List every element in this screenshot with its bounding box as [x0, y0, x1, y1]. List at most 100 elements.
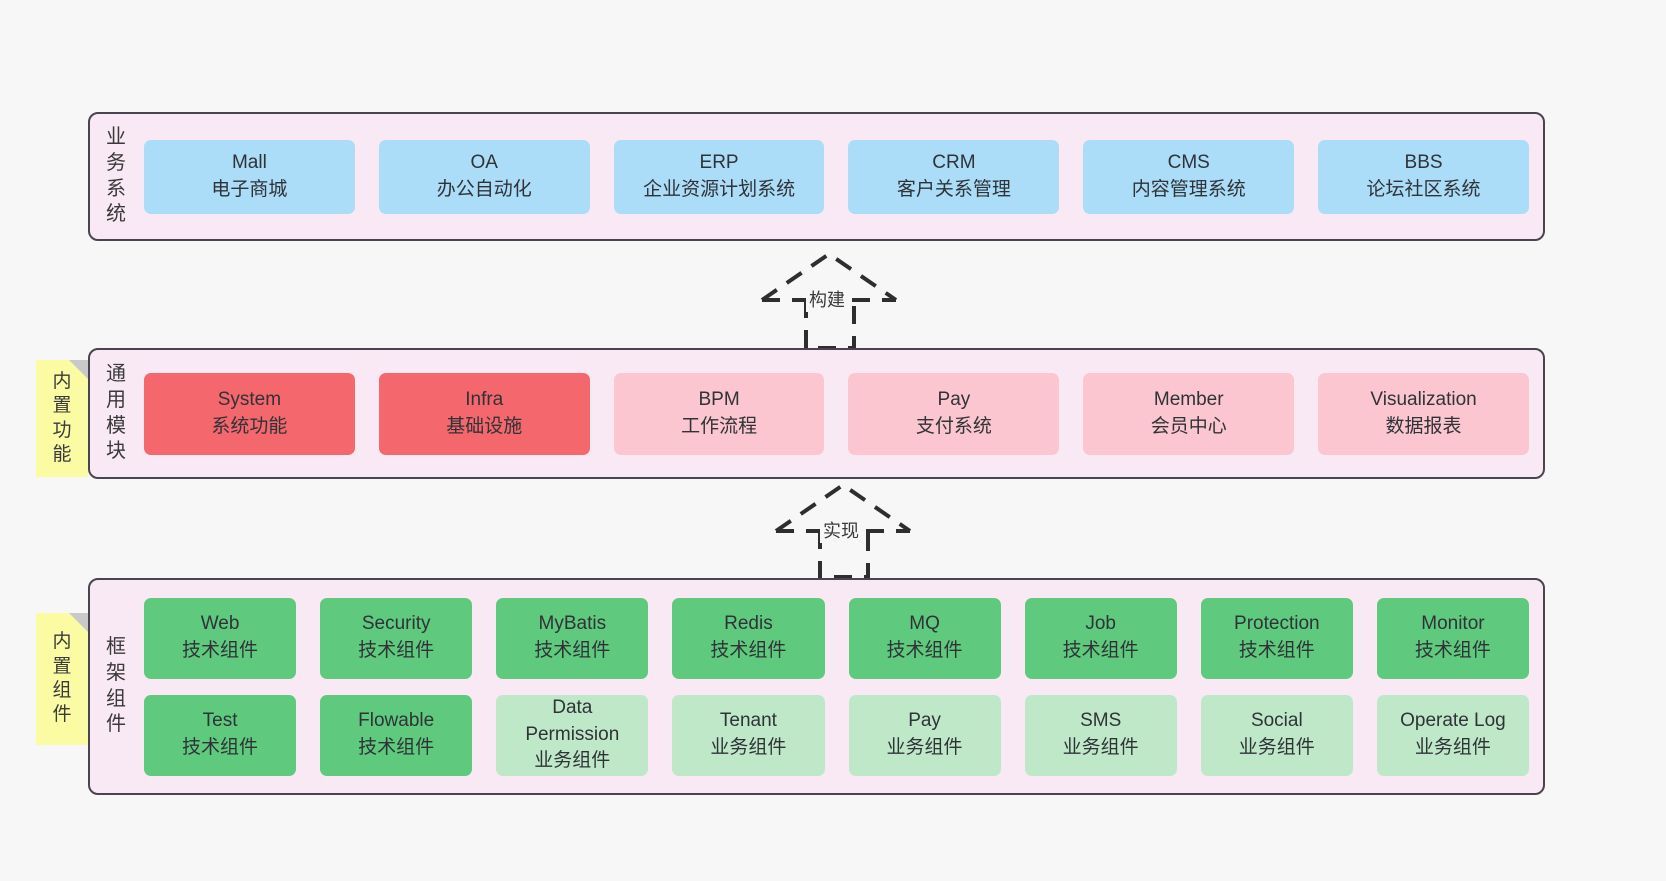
card-pay-biz[interactable]: Pay 业务组件 — [848, 694, 1001, 776]
card-security[interactable]: Security 技术组件 — [320, 597, 473, 679]
card-title: Data — [552, 696, 593, 718]
card-operate-log[interactable]: Operate Log 业务组件 — [1376, 694, 1529, 776]
layer-framework-component[interactable]: 框 架 组 件 Web 技术组件 Security 技术组件 MyBatis 技… — [88, 578, 1545, 795]
connector-build: 构建 — [744, 248, 944, 352]
card-subtitle: 技术组件 — [358, 640, 435, 661]
card-subtitle: 业务组件 — [534, 750, 611, 772]
card-row: Mall 电子商城 OA 办公自动化 ERP 企业资源计划系统 CRM 客户关系… — [144, 139, 1529, 214]
card-subtitle: 业务组件 — [710, 737, 787, 758]
card-system[interactable]: System 系统功能 — [144, 372, 355, 455]
card-subtitle: 企业资源计划系统 — [643, 178, 796, 200]
card-subtitle: 技术组件 — [182, 737, 259, 758]
card-title: Infra — [465, 388, 504, 410]
card-subtitle: 技术组件 — [1238, 640, 1315, 661]
layer-title-char: 模 — [106, 414, 126, 437]
card-title: SMS — [1080, 710, 1122, 732]
card-title: Visualization — [1370, 388, 1477, 410]
card-title: Security — [361, 613, 431, 635]
card-bpm[interactable]: BPM 工作流程 — [613, 372, 825, 455]
card-infra[interactable]: Infra 基础设施 — [378, 372, 590, 455]
card-subtitle: 办公自动化 — [436, 178, 532, 200]
card-title: MyBatis — [538, 613, 607, 635]
card-protection[interactable]: Protection 技术组件 — [1200, 597, 1353, 679]
note-char: 内 — [52, 631, 72, 653]
card-row: Test 技术组件 Flowable 技术组件 Data Permission … — [144, 694, 1529, 776]
card-subtitle: 内容管理系统 — [1131, 178, 1246, 200]
card-subtitle: 工作流程 — [681, 415, 758, 437]
note-fold-corner-icon — [69, 360, 88, 379]
sticky-note-builtin-function[interactable]: 内 置 功 能 — [36, 360, 88, 477]
card-title-cont: Permission — [525, 723, 620, 745]
card-pay[interactable]: Pay 支付系统 — [848, 372, 1060, 455]
card-title: BPM — [698, 388, 740, 410]
layer-business-system[interactable]: 业 务 系 统 Mall 电子商城 OA 办公自动化 ERP 企业资源计划系统 — [88, 112, 1545, 241]
card-cms[interactable]: CMS 内容管理系统 — [1083, 139, 1295, 214]
card-title: Flowable — [358, 710, 435, 732]
layer-title-char: 用 — [106, 388, 126, 411]
card-title: Tenant — [719, 710, 777, 732]
card-title: Test — [202, 710, 238, 732]
card-subtitle: 业务组件 — [1238, 737, 1315, 758]
card-visualization[interactable]: Visualization 数据报表 — [1318, 372, 1529, 455]
layer-framework-component-body: Web 技术组件 Security 技术组件 MyBatis 技术组件 Redi… — [138, 580, 1543, 793]
layer-common-module-title: 通 用 模 块 — [90, 350, 138, 477]
card-crm[interactable]: CRM 客户关系管理 — [848, 139, 1060, 214]
layer-business-system-title: 业 务 系 统 — [90, 114, 138, 239]
card-bbs[interactable]: BBS 论坛社区系统 — [1318, 139, 1529, 214]
card-title: Monitor — [1421, 613, 1485, 635]
card-subtitle: 电子商城 — [211, 178, 288, 200]
card-erp[interactable]: ERP 企业资源计划系统 — [613, 139, 825, 214]
note-char: 组 — [52, 680, 72, 701]
layer-common-module[interactable]: 通 用 模 块 System 系统功能 Infra 基础设施 BPM 工作流程 — [88, 348, 1545, 479]
card-subtitle: 系统功能 — [211, 415, 288, 437]
layer-title-char: 块 — [106, 440, 126, 463]
card-subtitle: 技术组件 — [886, 640, 963, 661]
layer-title-char: 架 — [106, 661, 126, 684]
card-title: Protection — [1234, 613, 1320, 635]
card-sms[interactable]: SMS 业务组件 — [1024, 694, 1177, 776]
card-title: Pay — [908, 710, 941, 732]
layer-title-char: 组 — [106, 687, 126, 710]
card-title: Member — [1153, 388, 1224, 410]
card-title: Job — [1085, 613, 1116, 635]
card-mall[interactable]: Mall 电子商城 — [144, 139, 355, 214]
card-subtitle: 业务组件 — [1062, 737, 1139, 758]
card-subtitle: 会员中心 — [1150, 415, 1227, 437]
card-subtitle: 技术组件 — [1414, 640, 1491, 661]
card-test[interactable]: Test 技术组件 — [144, 694, 297, 776]
card-job[interactable]: Job 技术组件 — [1024, 597, 1177, 679]
card-web[interactable]: Web 技术组件 — [144, 597, 297, 679]
card-oa[interactable]: OA 办公自动化 — [378, 139, 590, 214]
card-social[interactable]: Social 业务组件 — [1200, 694, 1353, 776]
card-flowable[interactable]: Flowable 技术组件 — [320, 694, 473, 776]
note-char: 能 — [52, 443, 72, 465]
card-subtitle: 技术组件 — [182, 640, 259, 661]
layer-framework-component-title: 框 架 组 件 — [90, 580, 138, 793]
sticky-note-builtin-component[interactable]: 内 置 组 件 — [36, 613, 88, 745]
card-tenant[interactable]: Tenant 业务组件 — [672, 694, 825, 776]
card-redis[interactable]: Redis 技术组件 — [672, 597, 825, 679]
card-title: CMS — [1167, 151, 1210, 173]
generalization-arrow-icon — [774, 482, 912, 579]
note-fold-corner-icon — [69, 613, 88, 632]
card-mybatis[interactable]: MyBatis 技术组件 — [496, 597, 649, 679]
generalization-arrow-icon — [760, 251, 898, 350]
card-title: BBS — [1404, 151, 1443, 173]
layer-title-char: 通 — [106, 363, 126, 386]
card-row: Web 技术组件 Security 技术组件 MyBatis 技术组件 Redi… — [144, 597, 1529, 679]
card-title: Redis — [724, 613, 773, 635]
card-subtitle: 技术组件 — [358, 737, 435, 758]
card-title: Social — [1250, 710, 1303, 732]
card-title: Mall — [231, 151, 267, 173]
card-mq[interactable]: MQ 技术组件 — [848, 597, 1001, 679]
card-subtitle: 基础设施 — [446, 415, 523, 437]
connector-implement: 实现 — [758, 479, 958, 579]
card-data-permission[interactable]: Data Permission 业务组件 — [496, 694, 649, 776]
card-subtitle: 客户关系管理 — [896, 178, 1011, 200]
layer-title-char: 系 — [106, 177, 126, 200]
card-monitor[interactable]: Monitor 技术组件 — [1376, 597, 1529, 679]
card-title: Web — [200, 613, 240, 635]
card-member[interactable]: Member 会员中心 — [1083, 372, 1295, 455]
card-subtitle: 支付系统 — [915, 415, 992, 437]
